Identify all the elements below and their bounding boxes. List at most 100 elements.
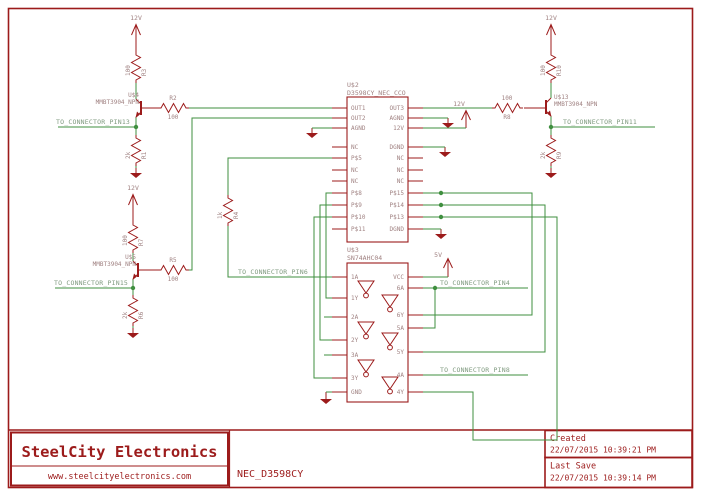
u3-pin: 6Y: [397, 312, 405, 319]
u3-pin: 5Y: [397, 349, 405, 356]
resistor-r5[interactable]: R5 100: [158, 257, 189, 283]
net-label-to-connector-pin13[interactable]: TO_CONNECTOR_PIN13: [56, 118, 130, 126]
resistor-value: 100: [125, 65, 132, 76]
supply-label: 12V: [127, 184, 139, 192]
net-label-to-connector-pin4[interactable]: TO_CONNECTOR_PIN4: [440, 279, 510, 287]
u3-pin: 2A: [351, 314, 359, 321]
resistor-value: 100: [122, 235, 129, 246]
resistor-value: 100: [168, 276, 179, 283]
inverter-gate-icon: [357, 280, 399, 395]
last-save-label: Last Save: [550, 462, 596, 472]
net-label-to-connector-pin6[interactable]: TO_CONNECTOR_PIN6: [238, 268, 308, 276]
gnd-icon: [442, 118, 454, 128]
supply-label: 5V: [434, 251, 442, 259]
gnd-icon: [435, 229, 447, 239]
net-label-to-connector-pin8[interactable]: TO_CONNECTOR_PIN8: [440, 366, 510, 374]
supply-label: 12V: [453, 100, 465, 108]
resistor-r3[interactable]: 100 R3: [125, 52, 148, 83]
gnd-icon: [127, 328, 139, 338]
gnd-icon: [306, 128, 318, 138]
resistor-name: R2: [169, 95, 177, 102]
created-label: Created: [550, 434, 586, 444]
nets[interactable]: [55, 83, 655, 441]
transistor-u13[interactable]: U$13 MMBT3904_NPN: [524, 94, 598, 117]
title-block: SteelCity Electronics www.steelcityelect…: [10, 429, 693, 489]
transistor-part: MMBT3904_NPN: [96, 99, 140, 106]
u2-pin: P$8: [351, 190, 362, 197]
ic-ref: U$2: [347, 81, 359, 89]
resistor-value: 100: [168, 114, 179, 121]
u2-pin: OUT3: [390, 105, 405, 112]
u2-pin: NC: [397, 178, 405, 185]
u3-pin: VCC: [393, 274, 404, 281]
last-save-timestamp: 22/07/2015 10:39:14 PM: [550, 474, 656, 483]
created-timestamp: 22/07/2015 10:39:21 PM: [550, 446, 656, 455]
ic-u3[interactable]: U$3 SN74AHC04 1A 1Y 2A 2Y 3A 3Y GND: [332, 246, 423, 403]
resistor-r4[interactable]: 1k R4: [217, 195, 240, 226]
transistor-ref: U$4: [128, 92, 139, 99]
gnd-icon: [439, 147, 451, 157]
u3-pin: 6A: [397, 285, 405, 292]
u2-pin: P$13: [390, 214, 405, 221]
supply-12v-mid-left[interactable]: 12V: [127, 184, 139, 222]
u2-pin: DGND: [390, 144, 405, 151]
u3-pin: 4A: [397, 372, 405, 379]
resistor-name: R6: [138, 311, 145, 319]
supply-5v[interactable]: 5V: [434, 251, 453, 277]
resistor-r1[interactable]: 2k R1: [125, 135, 148, 166]
u3-pin: 3Y: [351, 375, 359, 382]
document-name: NEC_D3598CY: [237, 469, 303, 480]
resistor-value: 100: [502, 95, 513, 102]
gnd-icon: [130, 168, 142, 178]
resistor-value: 100: [540, 65, 547, 76]
ground-symbols[interactable]: [127, 118, 557, 404]
ic-u2[interactable]: U$2 D3598CY_NEC_CCO OUT1 OUT2 AGND NC P$…: [332, 81, 423, 243]
u2-pin: NC: [397, 167, 405, 174]
transistor-ref: U$13: [554, 94, 569, 101]
resistor-r9[interactable]: 2k R9: [540, 135, 563, 166]
resistor-name: R5: [169, 257, 177, 264]
resistor-r2[interactable]: R2 100: [158, 95, 189, 121]
resistor-name: R4: [233, 211, 240, 219]
transistor-u4[interactable]: U$4 MMBT3904_NPN: [96, 92, 158, 118]
supply-12v-top-right[interactable]: 12V: [545, 14, 557, 52]
u3-pin: 5A: [397, 325, 405, 332]
u3-pin: 1Y: [351, 295, 359, 302]
u2-pin: OUT1: [351, 105, 366, 112]
company-name: SteelCity Electronics: [22, 443, 218, 461]
u2-pin: 12V: [393, 125, 404, 132]
u2-pin: DGND: [390, 226, 405, 233]
resistor-value: 2k: [125, 151, 132, 159]
u3-pin: 3A: [351, 352, 359, 359]
transistor-u5[interactable]: U$5 MMBT3904_NPN: [93, 254, 158, 280]
resistor-value: 2k: [540, 151, 547, 159]
u2-pin: NC: [397, 155, 405, 162]
resistor-r7[interactable]: 100 R7: [122, 222, 145, 253]
resistor-r8[interactable]: 100 R8: [492, 95, 523, 121]
company-website: www.steelcityelectronics.com: [48, 472, 191, 482]
u2-pin: OUT2: [351, 115, 366, 122]
net-label-to-connector-pin15[interactable]: TO_CONNECTOR_PIN15: [54, 279, 128, 287]
supply-12v-ic[interactable]: 12V: [453, 100, 471, 128]
u2-pin: P$9: [351, 202, 362, 209]
resistor-name: R3: [141, 68, 148, 76]
supply-label: 12V: [130, 14, 142, 22]
resistor-value: 1k: [217, 211, 224, 219]
resistor-r6[interactable]: 2k R6: [122, 295, 145, 326]
resistor-name: R10: [556, 65, 563, 76]
resistor-name: R8: [503, 114, 511, 121]
u3-pin: 2Y: [351, 337, 359, 344]
transistor-part: MMBT3904_NPN: [93, 261, 137, 268]
supply-12v-top-left[interactable]: 12V: [130, 14, 142, 52]
u2-pin: NC: [351, 167, 359, 174]
u2-pin: P$15: [390, 190, 405, 197]
resistor-name: R1: [141, 151, 148, 159]
ic-part: SN74AHC04: [347, 254, 382, 262]
u2-pin: AGND: [351, 125, 366, 132]
resistor-name: R9: [556, 151, 563, 159]
resistor-r10[interactable]: 100 R10: [540, 52, 563, 83]
u3-pin: GND: [351, 389, 362, 396]
net-label-to-connector-pin11[interactable]: TO_CONNECTOR_PIN11: [563, 118, 637, 126]
